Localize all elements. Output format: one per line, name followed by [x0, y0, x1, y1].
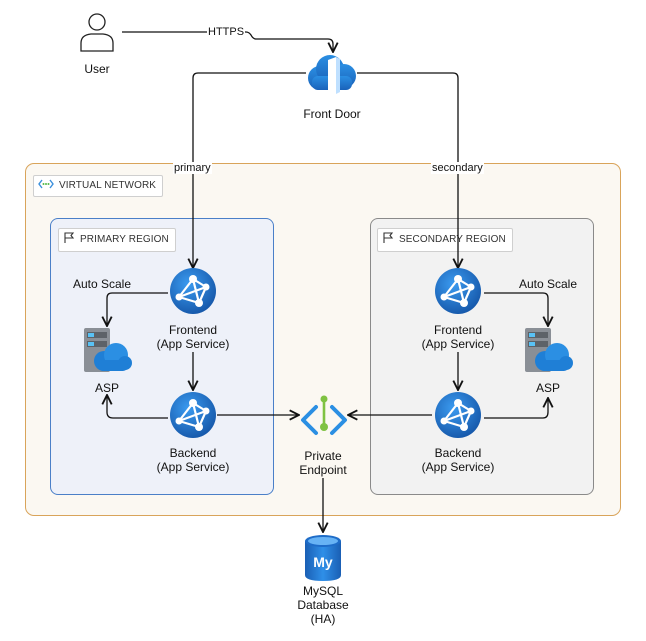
app-service-icon	[434, 267, 482, 320]
frontend-secondary-text: Frontend (App Service)	[421, 323, 495, 351]
user-icon	[78, 11, 116, 58]
backend-secondary-text: Backend (App Service)	[421, 446, 495, 474]
edge-label-secondary: secondary	[431, 162, 484, 174]
edge-frontend-asp-primary	[107, 292, 168, 326]
edge-label-autoscale-secondary: Auto Scale	[518, 277, 578, 291]
flag-icon	[63, 232, 75, 248]
asp-primary-label: ASP	[94, 381, 119, 395]
mysql-label: MySQL Database (HA)	[283, 584, 363, 626]
edge-backend-asp-primary	[107, 395, 168, 419]
asp-secondary-label: ASP	[535, 381, 560, 395]
front-door-icon	[306, 52, 358, 101]
private-endpoint-icon	[300, 395, 348, 446]
edge-label-primary: primary	[173, 162, 212, 174]
private-endpoint-label: Private Endpoint	[283, 449, 363, 477]
private-endpoint-text: Private Endpoint	[299, 449, 347, 477]
edge-label-autoscale-primary: Auto Scale	[72, 277, 132, 291]
vnet-label: VIRTUAL NETWORK	[59, 180, 157, 191]
backend-secondary-label: Backend (App Service)	[408, 446, 508, 474]
virtual-network-tag: VIRTUAL NETWORK	[33, 175, 164, 197]
app-service-icon	[169, 267, 217, 320]
backend-primary-text: Backend (App Service)	[156, 446, 230, 474]
app-service-plan-icon	[82, 327, 132, 378]
frontend-secondary-label: Frontend (App Service)	[408, 323, 508, 351]
mysql-database-icon: My	[304, 534, 342, 587]
primary-region-tag: PRIMARY REGION	[58, 228, 176, 252]
secondary-region-label: SECONDARY REGION	[399, 234, 506, 245]
vnet-icon	[38, 179, 54, 193]
app-service-plan-icon	[523, 327, 573, 378]
edge-frontend-asp-secondary	[484, 292, 548, 326]
frontend-primary-label: Frontend (App Service)	[143, 323, 243, 351]
flag-icon	[382, 232, 394, 248]
edge-user-frontdoor	[122, 31, 333, 52]
secondary-region-tag: SECONDARY REGION	[377, 228, 513, 252]
front-door-label: Front Door	[303, 107, 361, 121]
user-label: User	[84, 62, 110, 76]
backend-primary-label: Backend (App Service)	[143, 446, 243, 474]
frontend-primary-text: Frontend (App Service)	[156, 323, 230, 351]
edge-frontdoor-secondary	[357, 72, 458, 268]
app-service-icon	[169, 391, 217, 444]
edge-frontdoor-primary	[193, 72, 306, 268]
edge-backend-asp-secondary	[484, 398, 548, 419]
edge-label-https: HTTPS	[207, 26, 246, 38]
app-service-icon	[434, 391, 482, 444]
mysql-text: MySQL Database (HA)	[297, 584, 349, 626]
primary-region-label: PRIMARY REGION	[80, 234, 169, 245]
mysql-logo-text: My	[313, 554, 333, 570]
